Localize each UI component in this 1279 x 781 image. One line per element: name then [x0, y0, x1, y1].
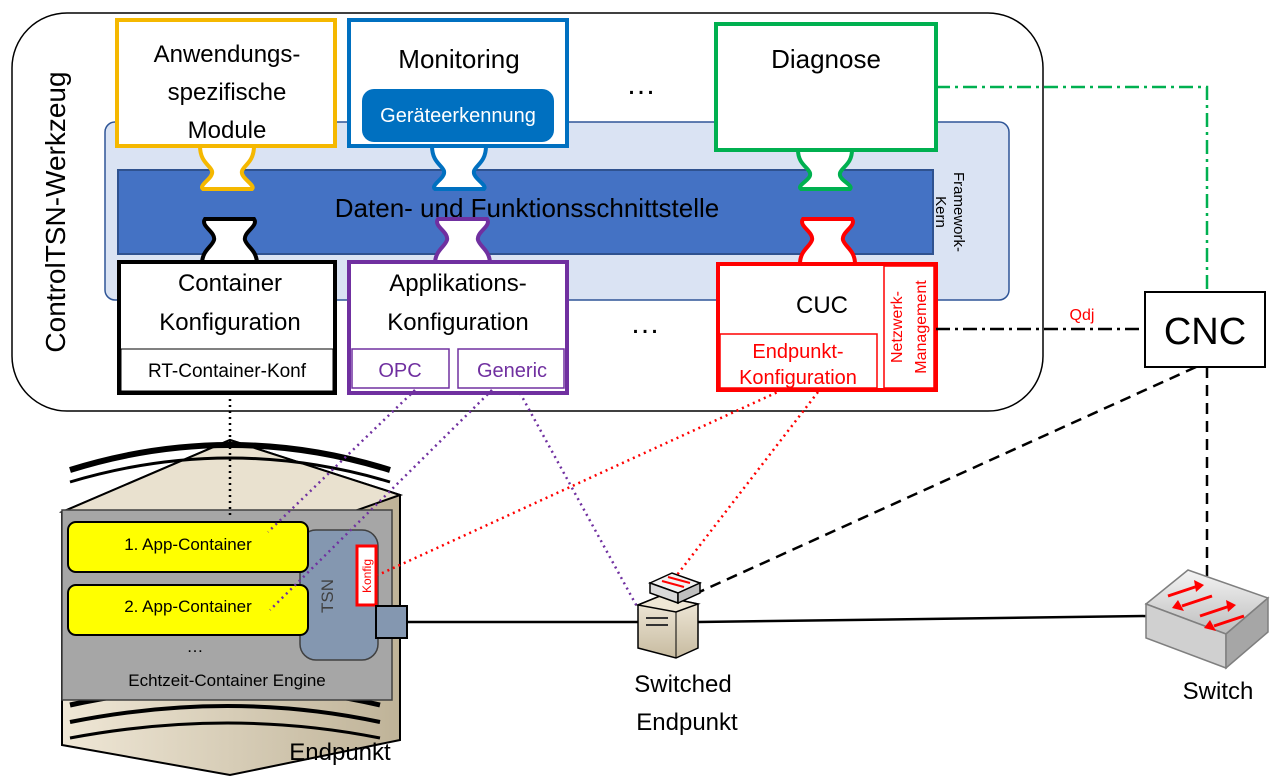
- switched-endpoint-icon: [635, 572, 702, 659]
- app-container-2: [67, 584, 309, 636]
- endpoint-config-line2: Konfiguration: [739, 367, 857, 389]
- module-diagnose-title: Diagnose: [771, 44, 881, 74]
- switch-label: Switch: [1183, 678, 1254, 705]
- framework-label-line2: Kern: [932, 196, 949, 228]
- generic-label: Generic: [477, 360, 547, 382]
- device-discovery-pill: [362, 89, 554, 142]
- link-endpoint-config-to-switched: [676, 391, 819, 576]
- opc-box: [351, 348, 450, 389]
- puzzle-tab-container: [199, 217, 260, 266]
- puzzle-tab-application: [432, 217, 493, 266]
- endpoint-port: [375, 605, 408, 639]
- puzzle-tab-monitoring: [429, 144, 489, 191]
- module-app-specific-line1: Anwendungs-: [154, 41, 301, 68]
- module-app-specific-line2: spezifische: [168, 79, 287, 106]
- switched-endpoint-line1: Switched: [634, 671, 731, 698]
- konfig-box: [355, 544, 378, 607]
- endpoint-label: Endpunkt: [289, 739, 391, 766]
- module-diagnose: [714, 22, 938, 152]
- controltsn-tool-title: ControlTSN-Werkzeug: [40, 71, 71, 352]
- link-opc-to-container1: [267, 389, 416, 533]
- switched-endpoint-line2: Endpunkt: [636, 709, 738, 736]
- puzzle-tab-app-specific: [197, 144, 257, 191]
- rt-container-conf-label: RT-Container-Konf: [148, 361, 307, 382]
- endpoint-config-box: [719, 333, 878, 389]
- generic-box: [457, 348, 565, 389]
- module-container-line2: Konfiguration: [159, 309, 300, 336]
- network-management-line2: Management: [913, 280, 930, 374]
- module-application-line2: Konfiguration: [387, 309, 528, 336]
- switch-icon: [1144, 569, 1270, 670]
- module-cuc-title: CUC: [796, 292, 848, 319]
- app-container-1: [67, 521, 309, 573]
- module-app-specific: [115, 18, 337, 148]
- tsn-label: TSN: [318, 579, 337, 613]
- link-cnc-to-switched: [685, 365, 1197, 600]
- module-container-line1: Container: [178, 270, 282, 297]
- module-application-line1: Applikations-: [389, 270, 526, 297]
- link-application-to-switched-endpoint: [518, 392, 642, 613]
- link-generic-to-container2: [269, 389, 493, 611]
- endpoint-config-line1: Endpunkt-: [752, 341, 843, 363]
- network-management-line1: Netzwerk-: [889, 291, 906, 363]
- link-diagnose-to-cnc: [936, 85, 1209, 292]
- qdj-label: Qdj: [1070, 307, 1095, 324]
- konfig-label: Konfig: [360, 559, 374, 593]
- module-app-specific-line3: Module: [188, 117, 267, 144]
- interface-bar: [117, 169, 934, 255]
- top-modules-ellipsis: …: [626, 68, 656, 101]
- link-endpoint-config-to-konfig: [377, 388, 783, 577]
- app-container-ellipsis: …: [187, 637, 204, 656]
- rt-container-conf-box: [120, 348, 334, 392]
- puzzle-tab-cuc: [797, 217, 858, 266]
- app-container-2-label: 2. App-Container: [124, 597, 252, 616]
- ethernet-switched-to-switch: [697, 614, 1149, 624]
- opc-label: OPC: [378, 360, 421, 382]
- container-engine-label: Echtzeit-Container Engine: [128, 671, 326, 690]
- interface-label: Daten- und Funktionsschnittstelle: [335, 193, 719, 223]
- app-container-1-label: 1. App-Container: [124, 535, 252, 554]
- device-discovery-label: Geräteerkennung: [380, 105, 536, 127]
- network-management-box: [883, 265, 935, 389]
- module-monitoring-title: Monitoring: [398, 44, 519, 74]
- puzzle-tab-diagnose: [795, 148, 855, 191]
- framework-label-line1: Framework-: [950, 172, 967, 252]
- cnc-box: [1144, 291, 1266, 368]
- bottom-modules-ellipsis: …: [630, 307, 660, 340]
- cnc-label: CNC: [1164, 311, 1246, 353]
